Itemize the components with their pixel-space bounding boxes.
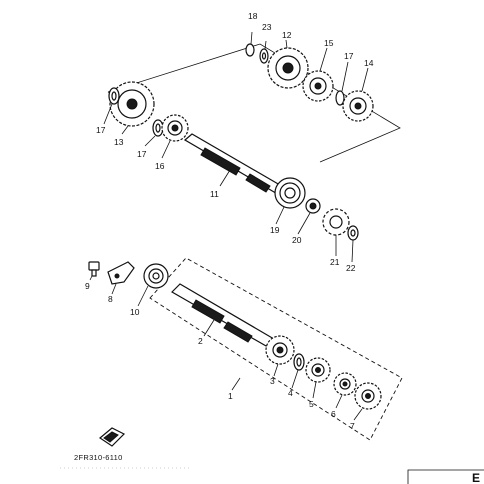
gear-13: [109, 81, 155, 127]
washer-17-left: [108, 87, 120, 105]
gear-6: [333, 372, 357, 396]
callout-22: 22: [346, 263, 356, 273]
callout-5: 5: [309, 399, 314, 409]
callout-20: 20: [292, 235, 302, 245]
gear-5: [305, 357, 331, 383]
washer-22: [347, 225, 359, 241]
corner-mark-letter: E: [472, 471, 480, 484]
gear-14: [342, 90, 374, 122]
callout-7: 7: [350, 421, 355, 431]
circlip-23: [259, 48, 269, 64]
washer-17-right: [335, 90, 345, 106]
callout-1: 1: [228, 391, 233, 401]
washer-18: [245, 43, 255, 57]
leader-lines: [89, 31, 369, 421]
callout-19: 19: [270, 225, 280, 235]
bearing-10: [143, 263, 169, 289]
callout-17a: 17: [344, 51, 354, 61]
gear-7: [354, 382, 382, 410]
callout-11: 11: [210, 189, 219, 199]
callout-23: 23: [262, 22, 272, 32]
callout-17b: 17: [96, 125, 106, 135]
callout-3: 3: [270, 376, 275, 386]
sprocket-21: [322, 208, 350, 236]
corner-mark: E: [407, 469, 484, 484]
callout-2: 2: [198, 336, 203, 346]
callout-21: 21: [330, 257, 340, 267]
callout-9: 9: [85, 281, 90, 291]
gear-16: [161, 114, 189, 142]
callout-4: 4: [288, 388, 293, 398]
diagram-code-label: 2FR310-6110: [74, 453, 123, 462]
callout-16: 16: [155, 161, 165, 171]
gear-12: [267, 47, 309, 89]
washer-4: [293, 353, 305, 371]
callout-14: 14: [364, 58, 374, 68]
callout-6: 6: [331, 409, 336, 419]
callout-17c: 17: [137, 149, 147, 159]
callout-13: 13: [114, 137, 124, 147]
callout-8: 8: [108, 294, 113, 304]
callout-18: 18: [248, 11, 258, 21]
gear-3: [265, 335, 295, 365]
bearing-19: [274, 177, 306, 209]
shim-part-icon: [98, 427, 126, 447]
plate-8: [107, 261, 135, 285]
lower-assembly-outline: [149, 257, 403, 441]
collar-20: [305, 198, 321, 214]
bolt-9: [88, 261, 100, 277]
callout-15: 15: [324, 38, 334, 48]
main-axle-2: [171, 283, 287, 355]
callout-12: 12: [282, 30, 292, 40]
gear-15: [302, 70, 334, 102]
countershaft-11: [183, 133, 293, 200]
callout-10: 10: [130, 307, 140, 317]
